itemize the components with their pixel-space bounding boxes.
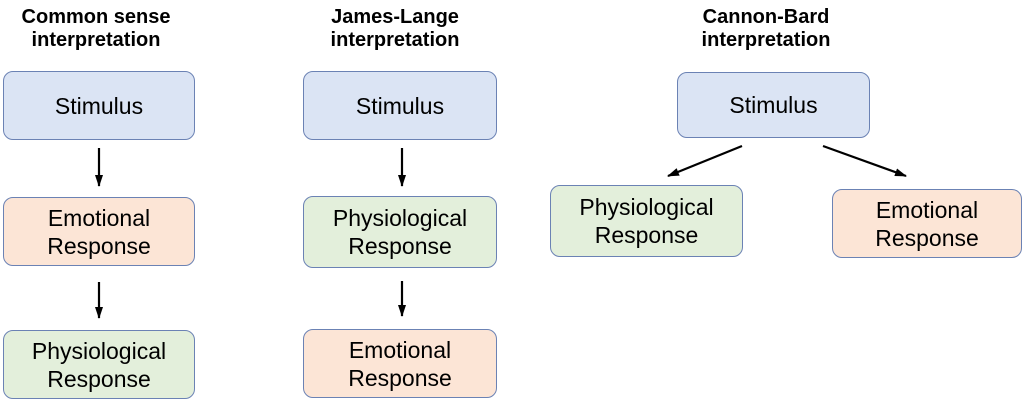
node-physiological-response: Physiological Response	[303, 196, 497, 268]
node-emotional-response: Emotional Response	[832, 189, 1022, 258]
arrow-stimulus-to-physiological-branch	[667, 144, 743, 178]
node-emotional-response: Emotional Response	[303, 329, 497, 398]
column-title-james-lange: James-Lange interpretation	[330, 6, 460, 51]
node-stimulus: Stimulus	[3, 71, 195, 140]
arrow-stimulus-to-emotional-branch	[822, 144, 907, 178]
column-title-common-sense: Common sense interpretation	[21, 6, 171, 51]
node-stimulus: Stimulus	[677, 72, 870, 138]
node-stimulus: Stimulus	[303, 71, 497, 140]
column-title-cannon-bard: Cannon-Bard interpretation	[701, 6, 831, 51]
node-physiological-response: Physiological Response	[550, 185, 743, 257]
node-emotional-response: Emotional Response	[3, 197, 195, 266]
node-physiological-response: Physiological Response	[3, 330, 195, 399]
